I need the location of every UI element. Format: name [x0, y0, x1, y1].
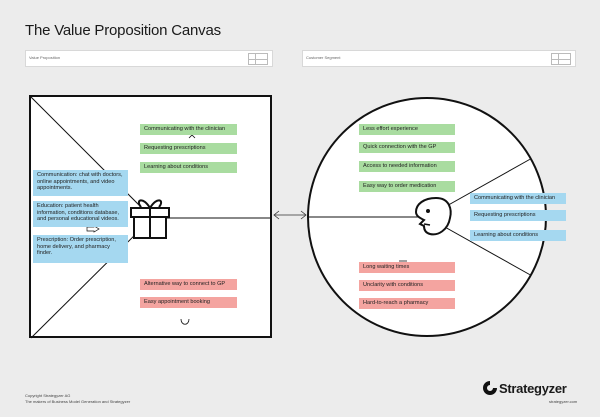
gain-creator-note[interactable]: Communicating with the clinician [140, 124, 237, 135]
gain-creator-note[interactable]: Learning about conditions [140, 162, 237, 173]
brand-url[interactable]: strategyzer.com [549, 399, 578, 404]
pain-note[interactable]: Long waiting times [359, 262, 455, 273]
brand-name: Strategyzer [499, 381, 567, 396]
gain-note[interactable]: Quick connection with the GP [359, 142, 455, 153]
pain-note[interactable]: Hard-to-reach a pharmacy [359, 298, 455, 309]
footer-tagline: The makers of Business Model Generation … [25, 399, 131, 404]
gain-creator-icon [188, 134, 196, 139]
canvas-thumbnail-icon [248, 53, 268, 65]
customer-job-note[interactable]: Communicating with the clinician [470, 193, 566, 204]
product-service-note[interactable]: Prescription: Order prescription, home d… [33, 235, 128, 263]
pain-reliever-note[interactable]: Easy appointment booking [140, 297, 237, 308]
pain-note[interactable]: Unclarity with conditions [359, 280, 455, 291]
gift-icon [130, 199, 170, 239]
value-proposition-field[interactable]: Value Proposition [25, 50, 273, 67]
product-service-note[interactable]: Education: patient health information, c… [33, 201, 128, 227]
product-service-note[interactable]: Communication: chat with doctors, online… [33, 170, 128, 196]
pains-icon [399, 260, 407, 262]
canvas-thumbnail-icon [551, 53, 571, 65]
fit-arrows-icon [273, 210, 307, 220]
customer-segment-field[interactable]: Customer Segment [302, 50, 576, 67]
customer-segment-label: Customer Segment [306, 55, 341, 60]
strategyzer-logo-icon [483, 381, 497, 395]
gain-note[interactable]: Less effort experience [359, 124, 455, 135]
customer-job-note[interactable]: Requesting prescriptions [470, 210, 566, 221]
pain-reliever-note[interactable]: Alternative way to connect to GP [140, 279, 237, 290]
value-map-dividers [31, 97, 272, 339]
gain-note[interactable]: Easy way to order medication [359, 181, 455, 192]
gain-creator-note[interactable]: Requesting prescriptions [140, 143, 237, 154]
page-title: The Value Proposition Canvas [25, 22, 221, 39]
footer-copyright: Copyright Strategyzer AG [25, 393, 71, 398]
gain-creator-icon [180, 318, 190, 325]
value-proposition-label: Value Proposition [29, 55, 61, 60]
customer-job-note[interactable]: Learning about conditions [470, 230, 566, 241]
customer-face-icon [414, 196, 452, 236]
gain-note[interactable]: Access to needed information [359, 161, 455, 172]
